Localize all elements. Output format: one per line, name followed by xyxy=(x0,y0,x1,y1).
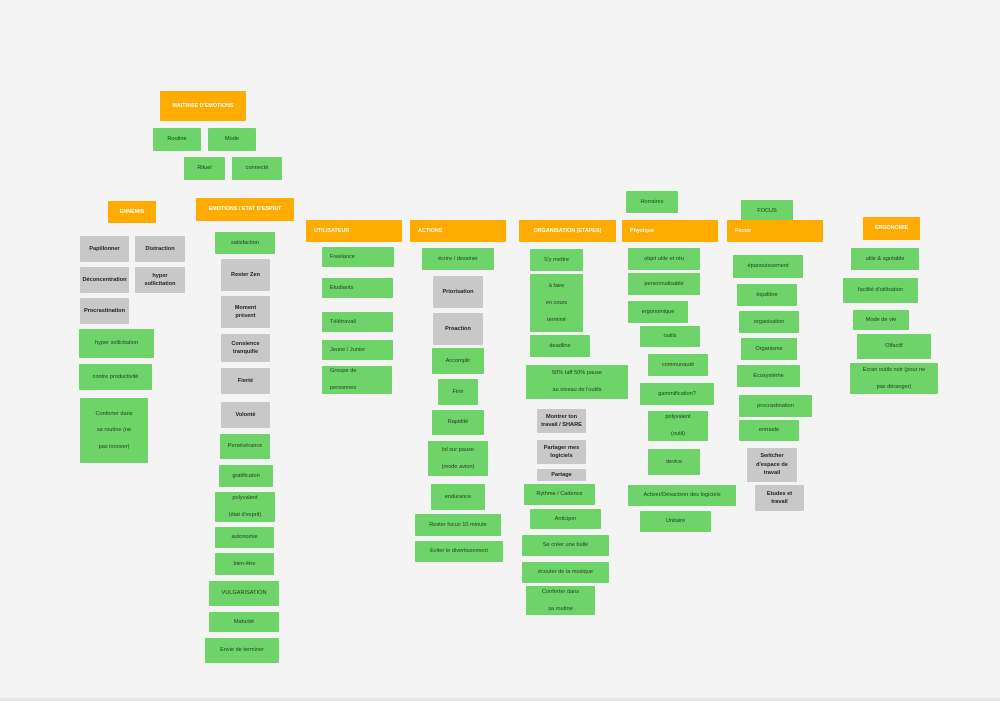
sticky-note-distraction[interactable]: Distraction xyxy=(135,236,185,262)
sticky-note-satisfaction[interactable]: satisfaction xyxy=(215,232,275,254)
sticky-note-freelance[interactable]: Freelance xyxy=(322,247,394,267)
sticky-note-gammification[interactable]: gammification? xyxy=(640,383,714,405)
sticky-note-a-faire[interactable]: à faire en cours terminé xyxy=(530,274,583,332)
sticky-note-rester-zen[interactable]: Rester Zen xyxy=(221,259,270,291)
sticky-note-groupe-personnes[interactable]: Groupe de personnes xyxy=(322,366,392,394)
sticky-note-mode-de-vie[interactable]: Mode de vie xyxy=(853,310,909,330)
sticky-note-se-creer-bulle[interactable]: Se créer une bulle xyxy=(522,535,609,556)
sticky-note-communaute[interactable]: communauté xyxy=(648,354,708,376)
sticky-note-ergonomique[interactable]: ergonomique xyxy=(628,301,688,323)
sticky-note-utile-agreable[interactable]: utile & agréable xyxy=(851,248,919,270)
sticky-note-personnalisable[interactable]: personnalisable xyxy=(628,273,700,295)
sticky-note-bien-etre[interactable]: bien-être xyxy=(215,553,274,575)
sticky-note-ennemis[interactable]: ENNEMIS xyxy=(108,201,156,223)
sticky-note-lol-pause[interactable]: lol sur pause (mode avion) xyxy=(428,441,488,476)
sticky-note-entraide[interactable]: entraide xyxy=(739,420,799,441)
sticky-note-outils[interactable]: outils xyxy=(640,326,700,347)
sticky-note-proaction[interactable]: Proaction xyxy=(433,313,483,345)
sticky-note-conforter-routine[interactable]: Conforter dans sa routine (ne pas innove… xyxy=(80,398,148,463)
sticky-note-ecosysteme[interactable]: Ecosystème xyxy=(737,365,800,387)
sticky-note-partager-logiciels[interactable]: Partager mes logiciels xyxy=(537,440,586,464)
sticky-note-accomplir[interactable]: Accomplir xyxy=(432,348,484,374)
sticky-note-autonomie[interactable]: autonomie xyxy=(215,527,274,548)
sticky-note-rester-focus[interactable]: Rester focus 10 minute xyxy=(415,514,501,536)
sticky-note-eviter-divertissement[interactable]: Eviter le divertissement xyxy=(415,541,503,562)
sticky-note-cinquante-pourcent[interactable]: 50% taff 50% pause au niveau de l'outils xyxy=(526,365,628,399)
sticky-note-fierte[interactable]: Fierté xyxy=(221,368,270,394)
sticky-note-maturite[interactable]: Maturité xyxy=(209,612,279,632)
sticky-note-organisme[interactable]: Organisme xyxy=(741,338,797,360)
sticky-note-equilibre[interactable]: équilibre xyxy=(737,284,797,306)
bottom-edge xyxy=(0,698,1000,701)
sticky-note-utilisateur[interactable]: UTILISATEUR xyxy=(306,220,402,242)
sticky-note-hyper-sollicitation-gray[interactable]: hyper sollicitation xyxy=(135,267,185,293)
sticky-note-sy-mettre[interactable]: S'y mettre xyxy=(530,249,583,271)
sticky-note-ecrire-dessiner[interactable]: écrire / dessiner xyxy=(422,248,494,270)
sticky-note-papillonner[interactable]: Papillonner xyxy=(80,236,129,262)
sticky-note-physique[interactable]: Physique xyxy=(622,220,718,242)
sticky-note-ergonomie[interactable]: ERGONOMIE xyxy=(863,217,920,240)
sticky-note-envie-terminer[interactable]: Envie de terminer xyxy=(205,638,279,663)
sticky-note-olfactif[interactable]: Olfactif xyxy=(857,334,931,359)
sticky-note-gratification[interactable]: gratificaton xyxy=(219,465,273,487)
sticky-note-vulgarisation[interactable]: VULGARISATION xyxy=(209,581,279,606)
sticky-note-procrastination-focus[interactable]: procrastination xyxy=(739,395,812,417)
sticky-note-objet-utile[interactable]: objet utile et réu xyxy=(628,248,700,270)
sticky-note-rapidite[interactable]: Rapidité xyxy=(432,410,484,435)
sticky-note-etudes-travail[interactable]: Etudes et travail xyxy=(755,485,804,511)
sticky-note-focus-top[interactable]: FOCUS xyxy=(741,200,793,222)
sticky-note-consience-tranquille[interactable]: Consience tranquille xyxy=(221,334,270,362)
sticky-note-emotions-etat-esprit[interactable]: EMOTIONS / ETAT D'ESPRIT xyxy=(196,198,294,221)
sticky-note-focus[interactable]: Focus xyxy=(727,220,823,242)
sticky-note-anticiper[interactable]: Anticiper xyxy=(530,509,601,529)
sticky-note-organisation-focus[interactable]: organisation xyxy=(739,311,799,333)
sticky-note-activer-desactiver[interactable]: Activer/Désactiver des logiciels xyxy=(628,485,736,506)
sticky-note-organisation-etapes[interactable]: ORGANISATION (ETAPES) xyxy=(519,220,616,242)
sticky-note-etudiants[interactable]: Etudiants xyxy=(322,278,393,298)
sticky-note-rythme-cadence[interactable]: Rythme / Cadence xyxy=(524,484,595,505)
sticky-note-rituel[interactable]: Rituel xyxy=(184,157,225,180)
sticky-note-epanouissement[interactable]: épanouissement xyxy=(733,255,803,278)
sticky-note-ecran-outils-noir[interactable]: Ecran outils noir (pour ne pas déranger) xyxy=(850,363,938,394)
sticky-note-polyvalent-outil[interactable]: polyvalent (outil) xyxy=(648,411,708,441)
sticky-note-switcher-espace[interactable]: Switcher d'espace de travail xyxy=(747,448,797,482)
sticky-note-facilite-utilisation[interactable]: facilité d'utilisation xyxy=(843,278,918,303)
sticky-note-deadline[interactable]: deadline xyxy=(530,335,590,357)
sticky-note-jeune-junior[interactable]: Jeune / Junior xyxy=(322,340,393,360)
sticky-note-polyvalent-etat-esprit[interactable]: polyvalent (état d'esprit) xyxy=(215,492,275,522)
sticky-note-routine[interactable]: Routine xyxy=(153,128,201,151)
sticky-note-actions[interactable]: ACTIONS xyxy=(410,220,506,242)
sticky-note-horraires[interactable]: Horraires xyxy=(626,191,678,213)
sticky-note-volonte[interactable]: Volonté xyxy=(221,402,270,428)
sticky-note-deconcentration[interactable]: Déconcentration xyxy=(80,267,129,293)
sticky-note-hyper-sollicitation[interactable]: hyper sollicitation xyxy=(79,329,154,358)
sticky-note-endurance[interactable]: endurance xyxy=(431,484,485,510)
sticky-note-priorisation[interactable]: Priorisation xyxy=(433,276,483,308)
sticky-note-conforter-routine-2[interactable]: Conforter dans sa routine xyxy=(526,586,595,615)
sticky-note-connecte[interactable]: connecté xyxy=(232,157,282,180)
sticky-note-procrastination[interactable]: Procrastination xyxy=(80,298,129,324)
sticky-note-perseverance[interactable]: Persévérance xyxy=(220,434,270,459)
sticky-note-finir[interactable]: Finir xyxy=(438,379,478,405)
sticky-note-partage[interactable]: Partage xyxy=(537,469,586,481)
sticky-note-device[interactable]: device xyxy=(648,449,700,475)
sticky-note-moment-present[interactable]: Moment présent xyxy=(221,296,270,328)
sticky-note-maitrise-emotions[interactable]: MAITRISE D'EMOTIONS xyxy=(160,91,246,121)
sticky-note-mode[interactable]: Mode xyxy=(208,128,256,151)
sticky-note-ecouter-musique[interactable]: écouter de la musique xyxy=(522,562,609,583)
sticky-note-teletravail[interactable]: Télétravail xyxy=(322,312,393,332)
sticky-note-montrer-travail[interactable]: Montrer ton travail / SHARE xyxy=(537,409,586,433)
sticky-note-unitaire[interactable]: Unitaire xyxy=(640,511,711,532)
sticky-note-contre-productivite[interactable]: contre productivité xyxy=(79,364,152,390)
